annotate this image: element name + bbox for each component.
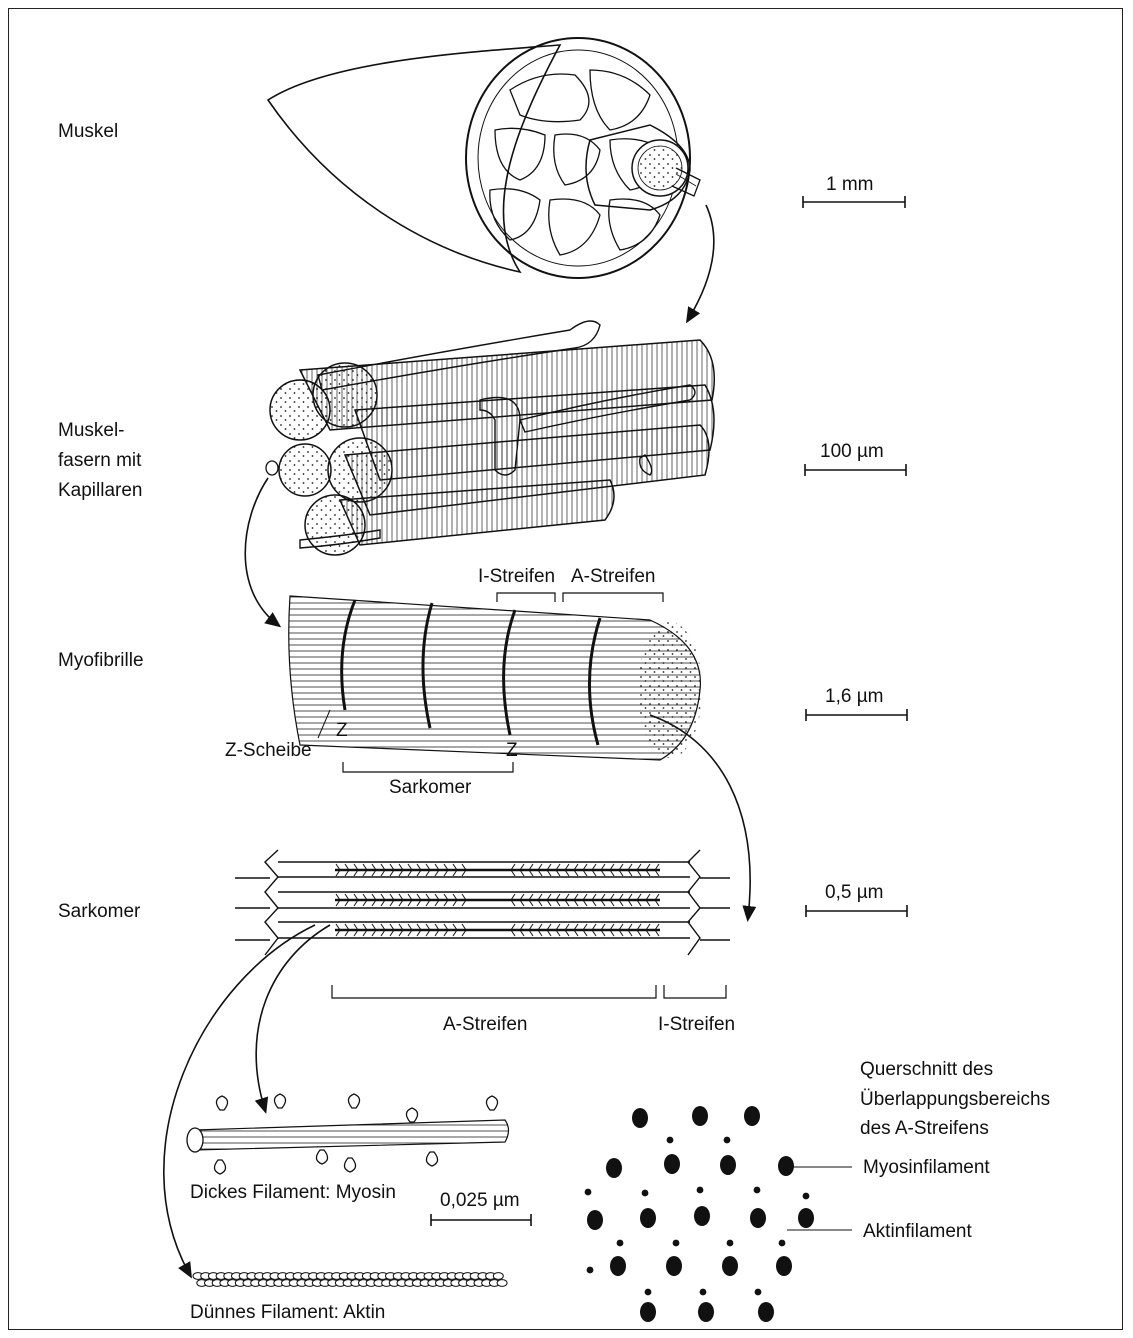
thick-filament-drawing: [187, 1094, 509, 1174]
scale-label-1mm: 1 mm: [826, 174, 874, 195]
cross-section-drawing: [585, 1106, 814, 1322]
scale-bar-1-6um: [806, 709, 907, 721]
thin-filament-drawing: [193, 1273, 507, 1287]
label-z-right: Z: [506, 740, 518, 761]
label-myofibrille: Myofibrille: [58, 650, 144, 671]
label-z-scheibe: Z-Scheibe: [225, 740, 312, 761]
label-sarkomer-bracket: Sarkomer: [389, 777, 472, 798]
label-duennes-filament: Dünnes Filament: Aktin: [190, 1302, 385, 1323]
label-myosinfilament: Myosinfilament: [863, 1157, 990, 1178]
label-z-left: Z: [336, 720, 348, 741]
scale-bar-0-025um: [431, 1214, 531, 1226]
label-i-streifen-bottom: I-Streifen: [658, 1014, 735, 1035]
scale-bar-1mm: [803, 196, 905, 208]
label-i-streifen-top: I-Streifen: [478, 566, 555, 587]
scale-bar-100um: [805, 464, 906, 476]
label-dickes-filament: Dickes Filament: Myosin: [190, 1182, 396, 1203]
label-aktinfilament: Aktinfilament: [863, 1221, 972, 1242]
label-fasern-line3: Kapillaren: [58, 480, 143, 501]
label-a-streifen-top: A-Streifen: [571, 566, 655, 587]
label-querschnitt-line1: Querschnitt des: [860, 1059, 993, 1080]
label-querschnitt-line2: Überlappungsbereichs: [860, 1089, 1050, 1110]
label-fasern-line1: Muskel-: [58, 420, 125, 441]
label-sarkomer: Sarkomer: [58, 901, 141, 922]
label-fasern-line2: fasern mit: [58, 450, 142, 471]
label-muskel: Muskel: [58, 121, 118, 142]
scale-label-0-5um: 0,5 µm: [825, 882, 883, 903]
scale-label-0-025um: 0,025 µm: [440, 1190, 520, 1211]
label-querschnitt-line3: des A-Streifens: [860, 1118, 989, 1139]
scale-label-100um: 100 µm: [820, 441, 884, 462]
scale-bar-0-5um: [806, 905, 907, 917]
scale-label-1-6um: 1,6 µm: [825, 686, 883, 707]
muscle-drawing: [268, 38, 714, 320]
label-a-streifen-bottom: A-Streifen: [443, 1014, 527, 1035]
